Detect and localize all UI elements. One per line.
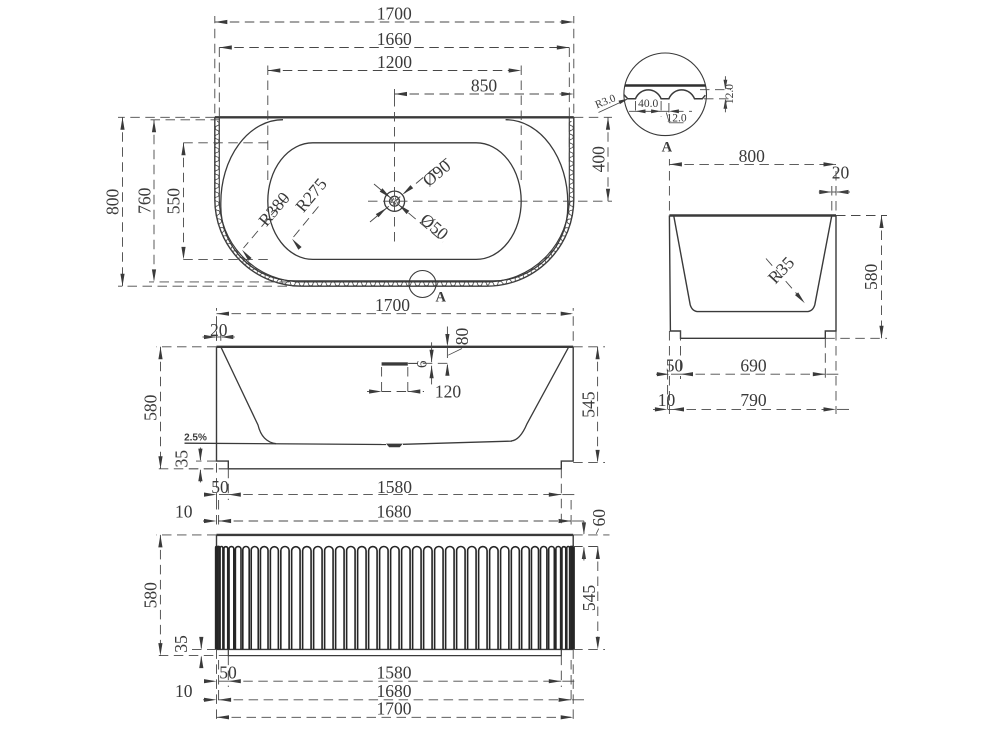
svg-text:1200: 1200 (377, 52, 412, 72)
svg-text:6: 6 (414, 360, 430, 368)
svg-text:50: 50 (211, 477, 229, 497)
svg-text:580: 580 (861, 264, 881, 291)
svg-text:50: 50 (666, 356, 684, 376)
svg-text:10: 10 (658, 390, 676, 410)
svg-text:20: 20 (210, 320, 228, 340)
svg-text:12.0: 12.0 (666, 112, 686, 124)
svg-text:35: 35 (171, 450, 191, 468)
svg-text:850: 850 (471, 76, 498, 96)
svg-text:550: 550 (164, 188, 184, 215)
svg-text:40.0: 40.0 (638, 98, 658, 110)
svg-text:A: A (662, 140, 673, 156)
svg-text:690: 690 (740, 356, 767, 376)
svg-text:120: 120 (435, 381, 462, 401)
svg-text:1680: 1680 (377, 681, 412, 701)
svg-text:1700: 1700 (377, 4, 412, 24)
svg-text:800: 800 (739, 146, 766, 166)
svg-text:580: 580 (141, 582, 161, 609)
svg-text:35: 35 (171, 635, 191, 653)
svg-text:60: 60 (589, 509, 609, 527)
svg-text:545: 545 (579, 585, 599, 612)
svg-text:20: 20 (832, 163, 850, 183)
svg-text:800: 800 (103, 188, 123, 215)
svg-text:1580: 1580 (377, 477, 412, 497)
svg-text:1680: 1680 (377, 501, 412, 521)
svg-text:A: A (436, 289, 447, 305)
svg-text:1700: 1700 (375, 295, 410, 315)
svg-text:12.0: 12.0 (724, 84, 736, 104)
svg-text:1700: 1700 (377, 699, 412, 719)
svg-text:760: 760 (134, 187, 154, 214)
svg-text:1580: 1580 (377, 662, 412, 682)
svg-text:1660: 1660 (377, 29, 412, 49)
svg-text:10: 10 (175, 681, 193, 701)
svg-text:10: 10 (175, 501, 193, 521)
svg-text:790: 790 (740, 390, 767, 410)
svg-text:50: 50 (219, 662, 237, 682)
svg-text:2.5%: 2.5% (184, 433, 207, 444)
svg-text:580: 580 (141, 394, 161, 421)
svg-text:400: 400 (588, 146, 608, 173)
svg-text:80: 80 (452, 328, 472, 346)
svg-text:545: 545 (579, 391, 599, 418)
